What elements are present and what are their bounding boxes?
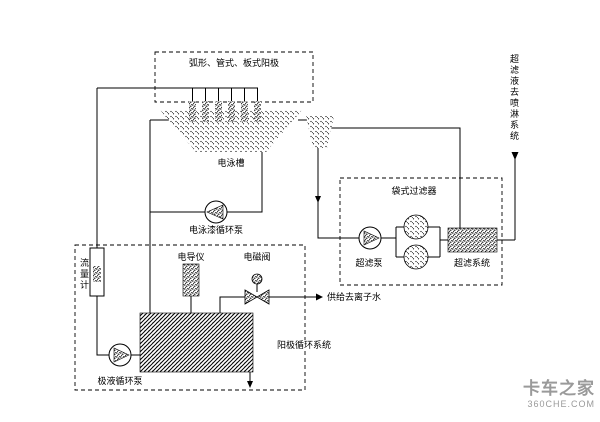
anode-header-pipe <box>97 87 258 101</box>
bag-filter-label: 袋式过滤器 <box>391 186 437 196</box>
solenoid-valve-icon <box>244 273 270 305</box>
anolyte-zone-box <box>74 244 306 391</box>
anolyte-tank-pipes <box>190 284 316 381</box>
bag-filter-bottom-icon <box>403 244 429 270</box>
watermark: 卡车之家 360CHE.COM <box>523 379 595 409</box>
uf-pump-icon <box>358 226 382 250</box>
drain-arrow <box>247 381 253 388</box>
paint-circulation-pipe <box>149 119 263 313</box>
anolyte-pump-icon <box>108 343 132 367</box>
uf-pump-label: 超滤泵 <box>355 258 383 268</box>
flow-meter-float <box>93 266 101 282</box>
overflow-hopper-shape <box>306 116 334 148</box>
bag-filter-top-icon <box>403 214 429 240</box>
watermark-brand: 卡车之家 <box>523 379 595 398</box>
di-water-label: 供给去离子水 <box>327 292 382 302</box>
watermark-site: 360CHE.COM <box>527 398 595 409</box>
flow-arrows <box>247 152 519 388</box>
conductivity-meter-shape <box>182 263 200 297</box>
anolyte-tank-shape <box>139 312 254 373</box>
anode-bar <box>189 101 196 122</box>
di-water-arrow <box>316 293 323 301</box>
conductivity-label: 电导仪 <box>177 252 205 262</box>
paint-pump-label: 电泳漆循环泵 <box>188 225 243 235</box>
anode-bar <box>228 101 235 122</box>
uf-zone-box <box>339 177 503 286</box>
anolyte-supply-pipe <box>96 88 140 356</box>
valve-label: 电磁阀 <box>243 252 271 262</box>
anode-bars <box>189 101 261 122</box>
flow-meter-label: 流量计 <box>79 257 89 291</box>
uf-membrane-shape <box>447 227 498 253</box>
anode-bar <box>202 101 209 122</box>
anode-bar <box>241 101 248 122</box>
anode-box-label: 弧形、管式、板式阳极 <box>188 58 279 68</box>
anode-loop-label: 阳极循环系统 <box>270 340 338 352</box>
uf-circuit-pipe <box>298 119 516 258</box>
paint-pump-icon <box>204 200 228 224</box>
uf-feed-arrow <box>315 196 321 203</box>
pipes <box>96 87 516 381</box>
tank-label: 电泳槽 <box>217 158 245 168</box>
permeate-arrow <box>511 152 519 160</box>
permeate-label: 超滤液去喷淋系统 <box>509 54 519 142</box>
anode-bar <box>254 101 261 122</box>
anode-bar <box>215 101 222 122</box>
uf-system-label: 超滤系统 <box>453 258 490 268</box>
anolyte-pump-label: 极液循环泵 <box>97 376 143 386</box>
